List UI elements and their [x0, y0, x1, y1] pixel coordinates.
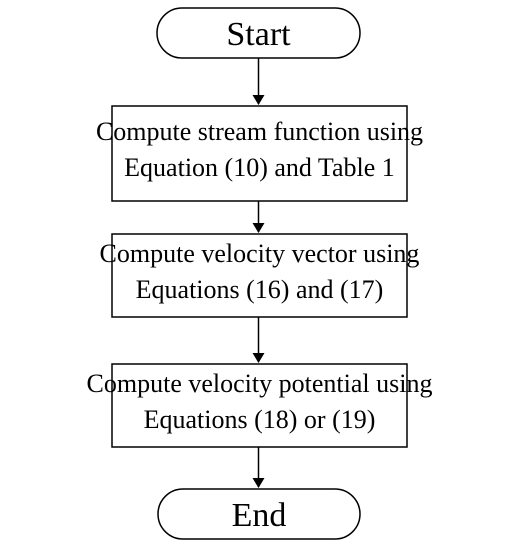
process-step-1-line-1: Compute stream function using	[96, 117, 423, 146]
process-step-2-line-2: Equations (16) and (17)	[136, 275, 384, 304]
start-node: Start	[156, 7, 361, 59]
process-step-1-line-2: Equation (10) and Table 1	[124, 153, 395, 182]
process-step-3-line-2: Equations (18) or (19)	[144, 405, 376, 434]
process-step-1: Compute stream function using Equation (…	[96, 105, 423, 202]
process-step-1-box	[111, 105, 408, 202]
end-node-label: End	[232, 497, 287, 534]
end-node: End	[157, 488, 361, 540]
process-step-3: Compute velocity potential using Equatio…	[87, 363, 433, 448]
process-step-2: Compute velocity vector using Equations …	[100, 233, 420, 318]
process-step-2-box	[111, 233, 408, 318]
process-step-2-line-1: Compute velocity vector using	[100, 239, 420, 268]
process-step-3-box	[111, 363, 408, 448]
start-node-label: Start	[226, 16, 291, 53]
process-step-3-line-1: Compute velocity potential using	[87, 369, 433, 398]
end-node-shape	[157, 488, 361, 540]
